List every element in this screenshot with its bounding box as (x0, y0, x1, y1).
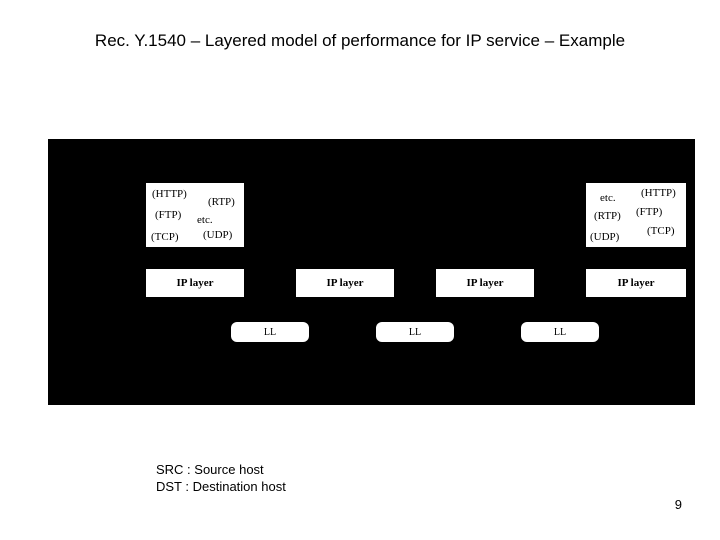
link-layer-box: LL (231, 322, 309, 342)
dst-udp-label: (UDP) (590, 231, 620, 243)
dst-rtp-label: (RTP) (594, 210, 621, 222)
dst-tcp-label: (TCP) (647, 225, 675, 237)
legend-src: SRC : Source host (156, 462, 264, 477)
src-tcp-label: (TCP) (151, 231, 179, 243)
layered-model-diagram: (HTTP) (RTP) (FTP) etc. (TCP) (UDP) etc.… (48, 139, 695, 405)
link-layer-box: LL (521, 322, 599, 342)
dst-upper-layer-protocols: etc. (HTTP) (FTP) (RTP) (UDP) (TCP) (586, 183, 686, 247)
legend: SRC : Source host DST : Destination host (156, 461, 286, 495)
src-rtp-label: (RTP) (208, 196, 235, 208)
ip-layer-box: IP layer (146, 269, 244, 297)
slide-title: Rec. Y.1540 – Layered model of performan… (94, 31, 626, 50)
src-upper-layer-protocols: (HTTP) (RTP) (FTP) etc. (TCP) (UDP) (146, 183, 244, 247)
ip-layer-box: IP layer (436, 269, 534, 297)
src-udp-label: (UDP) (203, 229, 233, 241)
dst-ftp-label: (FTP) (636, 206, 663, 218)
link-layer-box: LL (376, 322, 454, 342)
ip-layer-box: IP layer (586, 269, 686, 297)
src-etc-label: etc. (197, 214, 213, 226)
ip-layer-box: IP layer (296, 269, 394, 297)
legend-dst: DST : Destination host (156, 479, 286, 494)
dst-http-label: (HTTP) (641, 187, 676, 199)
src-http-label: (HTTP) (152, 188, 187, 200)
src-ftp-label: (FTP) (155, 209, 182, 221)
dst-etc-label: etc. (600, 192, 616, 204)
page-number: 9 (674, 497, 682, 512)
